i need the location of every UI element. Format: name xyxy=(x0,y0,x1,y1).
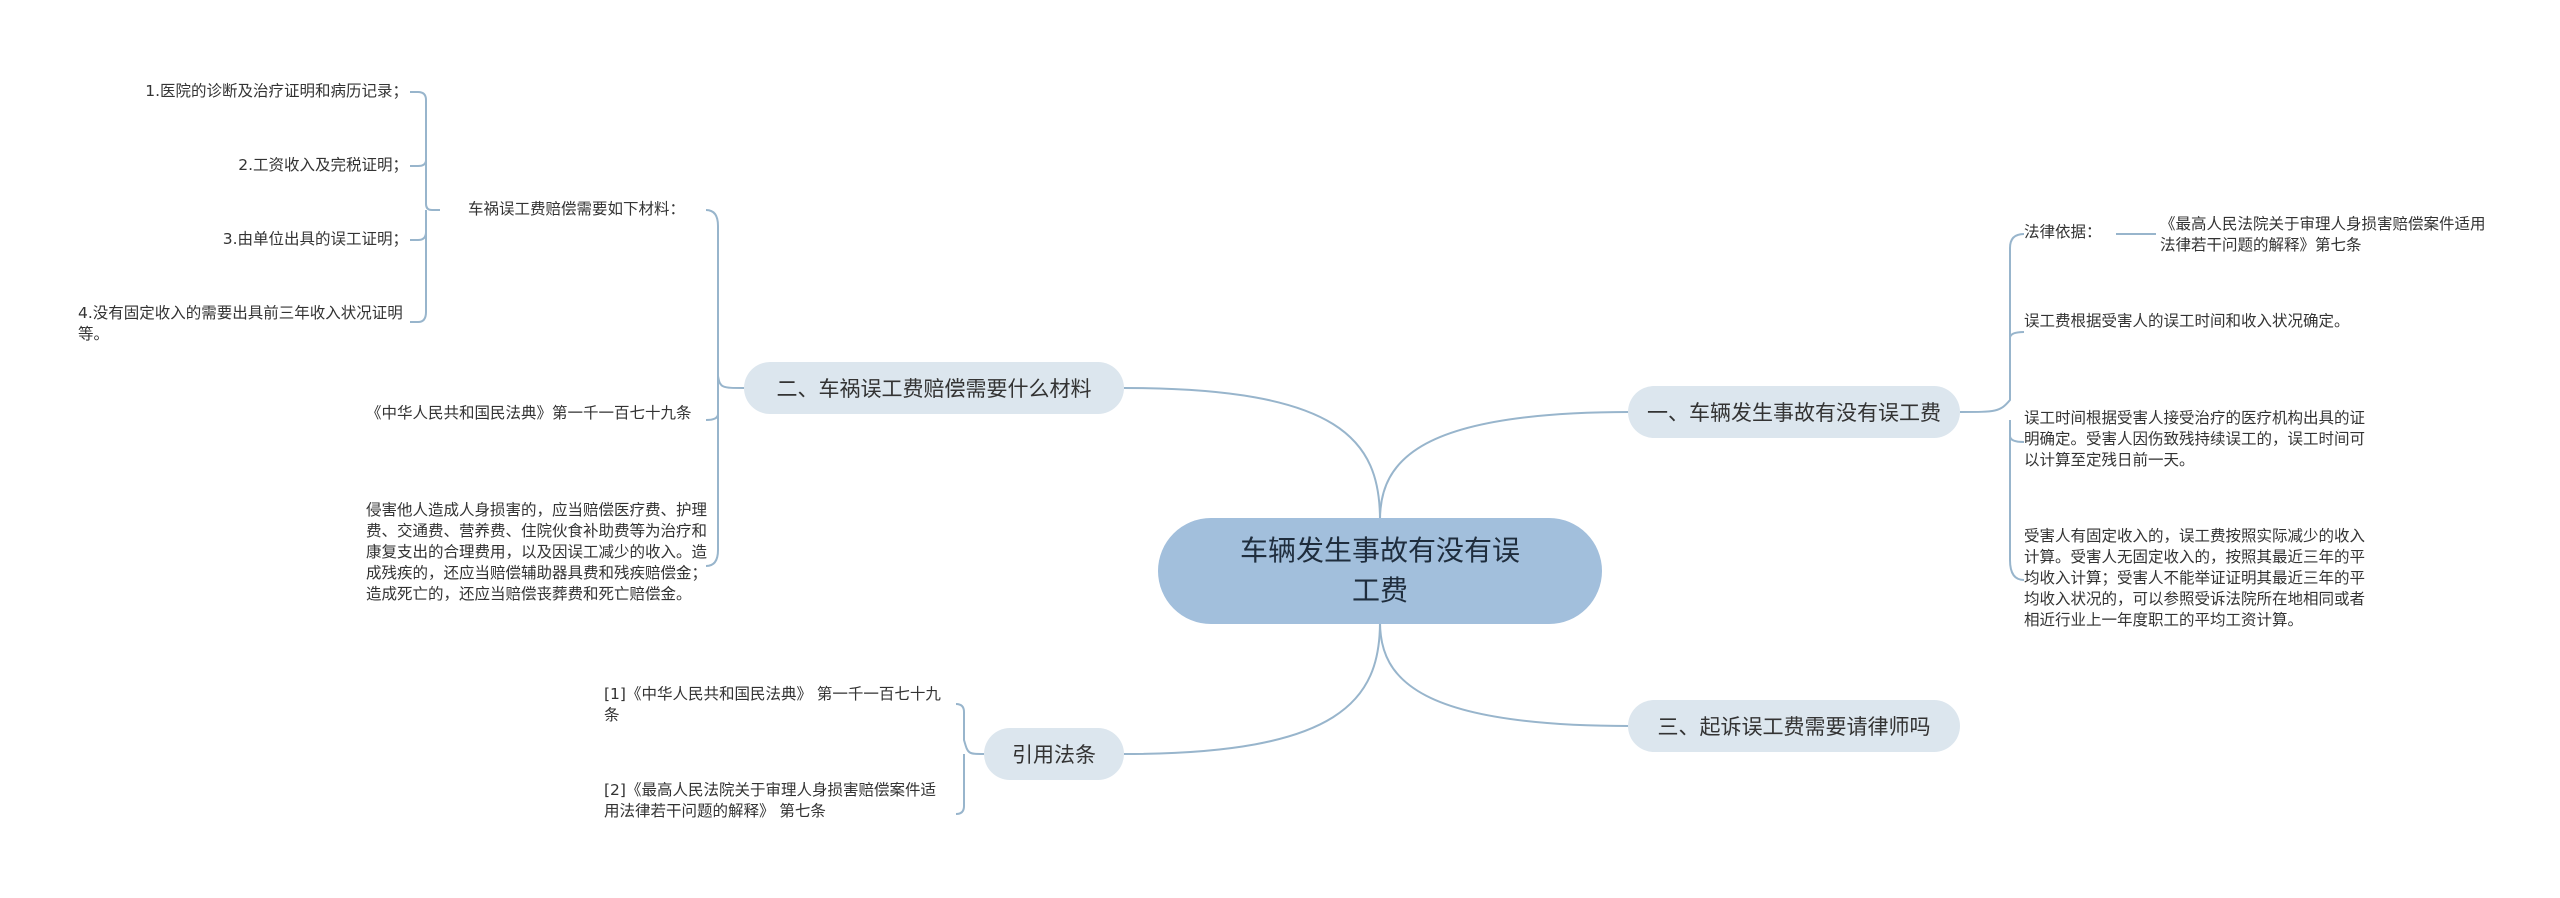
leaf-text: 2.工资收入及完税证明； xyxy=(238,156,408,174)
leaf-text: [2]《最高人民法院关于审理人身损害赔偿案件适用法律若干问题的解释》 第七条 xyxy=(604,781,936,820)
material-item-4: 4.没有固定收入的需要出具前三年收入状况证明等。 xyxy=(78,303,422,345)
root-topic[interactable]: 车辆发生事故有没有误工费 xyxy=(1158,518,1602,624)
leaf-text: 侵害他人造成人身损害的，应当赔偿医疗费、护理费、交通费、营养费、住院伙食补助费等… xyxy=(366,501,708,603)
link-root-b3 xyxy=(1379,621,1631,727)
leaf-lost-time: 误工时间根据受害人接受治疗的医疗机构出具的证明确定。受害人因伤致残持续误工的，误… xyxy=(2024,408,2376,471)
branch-no-lost-wages[interactable]: 一、车辆发生事故有没有误工费 xyxy=(1628,386,1960,438)
leaf-text: [1]《中华人民共和国民法典》 第一千一百七十九条 xyxy=(604,685,941,724)
link-root-b4 xyxy=(1123,621,1381,755)
material-item-1: 1.医院的诊断及治疗证明和病历记录； xyxy=(60,81,408,102)
legal-basis-reference: 《最高人民法院关于审理人身损害赔偿案件适用法律若干问题的解释》第七条 xyxy=(2160,214,2500,256)
leaf-text: 误工时间根据受害人接受治疗的医疗机构出具的证明确定。受害人因伤致残持续误工的，误… xyxy=(2024,409,2366,469)
link-b4-refs xyxy=(955,703,985,815)
leaf-text: 1.医院的诊断及治疗证明和病历记录； xyxy=(145,82,408,100)
branch-label: 引用法条 xyxy=(1012,743,1096,767)
materials-heading: 车祸误工费赔偿需要如下材料： xyxy=(468,199,708,220)
branch-label: 二、车祸误工费赔偿需要什么材料 xyxy=(776,377,1092,401)
leaf-income-calculation: 受害人有固定收入的，误工费按照实际减少的收入计算。受害人无固定收入的，按照其最近… xyxy=(2024,526,2376,631)
leaf-civil-code-ref: 《中华人民共和国民法典》第一千一百七十九条 xyxy=(366,403,710,424)
branch-cited-laws[interactable]: 引用法条 xyxy=(984,728,1124,780)
link-b2-leaves xyxy=(705,209,745,567)
leaf-text: 受害人有固定收入的，误工费按照实际减少的收入计算。受害人无固定收入的，按照其最近… xyxy=(2024,527,2366,629)
legal-basis-ref-text: 《最高人民法院关于审理人身损害赔偿案件适用法律若干问题的解释》第七条 xyxy=(2160,215,2486,254)
leaf-text: 《中华人民共和国民法典》第一千一百七十九条 xyxy=(366,404,692,422)
legal-basis-text: 法律依据： xyxy=(2024,223,2102,241)
link-root-b1 xyxy=(1379,411,1631,521)
branch-need-lawyer[interactable]: 三、起诉误工费需要请律师吗 xyxy=(1628,700,1960,752)
material-item-2: 2.工资收入及完税证明； xyxy=(60,155,408,176)
link-root-b2 xyxy=(1123,387,1381,521)
leaf-text: 4.没有固定收入的需要出具前三年收入状况证明等。 xyxy=(78,304,403,343)
branch-label: 三、起诉误工费需要请律师吗 xyxy=(1657,715,1931,739)
legal-basis-label: 法律依据： xyxy=(2024,222,2114,243)
link-materials xyxy=(410,91,440,323)
material-item-3: 3.由单位出具的误工证明； xyxy=(60,229,408,250)
branch-required-materials[interactable]: 二、车祸误工费赔偿需要什么材料 xyxy=(744,362,1124,414)
root-title: 车辆发生事故有没有误工费 xyxy=(1239,534,1520,607)
leaf-text: 误工费根据受害人的误工时间和收入状况确定。 xyxy=(2024,312,2350,330)
cited-ref-1: [1]《中华人民共和国民法典》 第一千一百七十九条 xyxy=(604,684,944,726)
materials-heading-text: 车祸误工费赔偿需要如下材料： xyxy=(468,200,686,218)
link-b1-leaves xyxy=(1959,233,2025,581)
branch-label: 一、车辆发生事故有没有误工费 xyxy=(1647,401,1941,425)
leaf-lost-wages-basis: 误工费根据受害人的误工时间和收入状况确定。 xyxy=(2024,311,2376,332)
leaf-civil-code-text: 侵害他人造成人身损害的，应当赔偿医疗费、护理费、交通费、营养费、住院伙食补助费等… xyxy=(366,500,710,605)
leaf-text: 3.由单位出具的误工证明； xyxy=(222,230,408,248)
cited-ref-2: [2]《最高人民法院关于审理人身损害赔偿案件适用法律若干问题的解释》 第七条 xyxy=(604,780,944,822)
